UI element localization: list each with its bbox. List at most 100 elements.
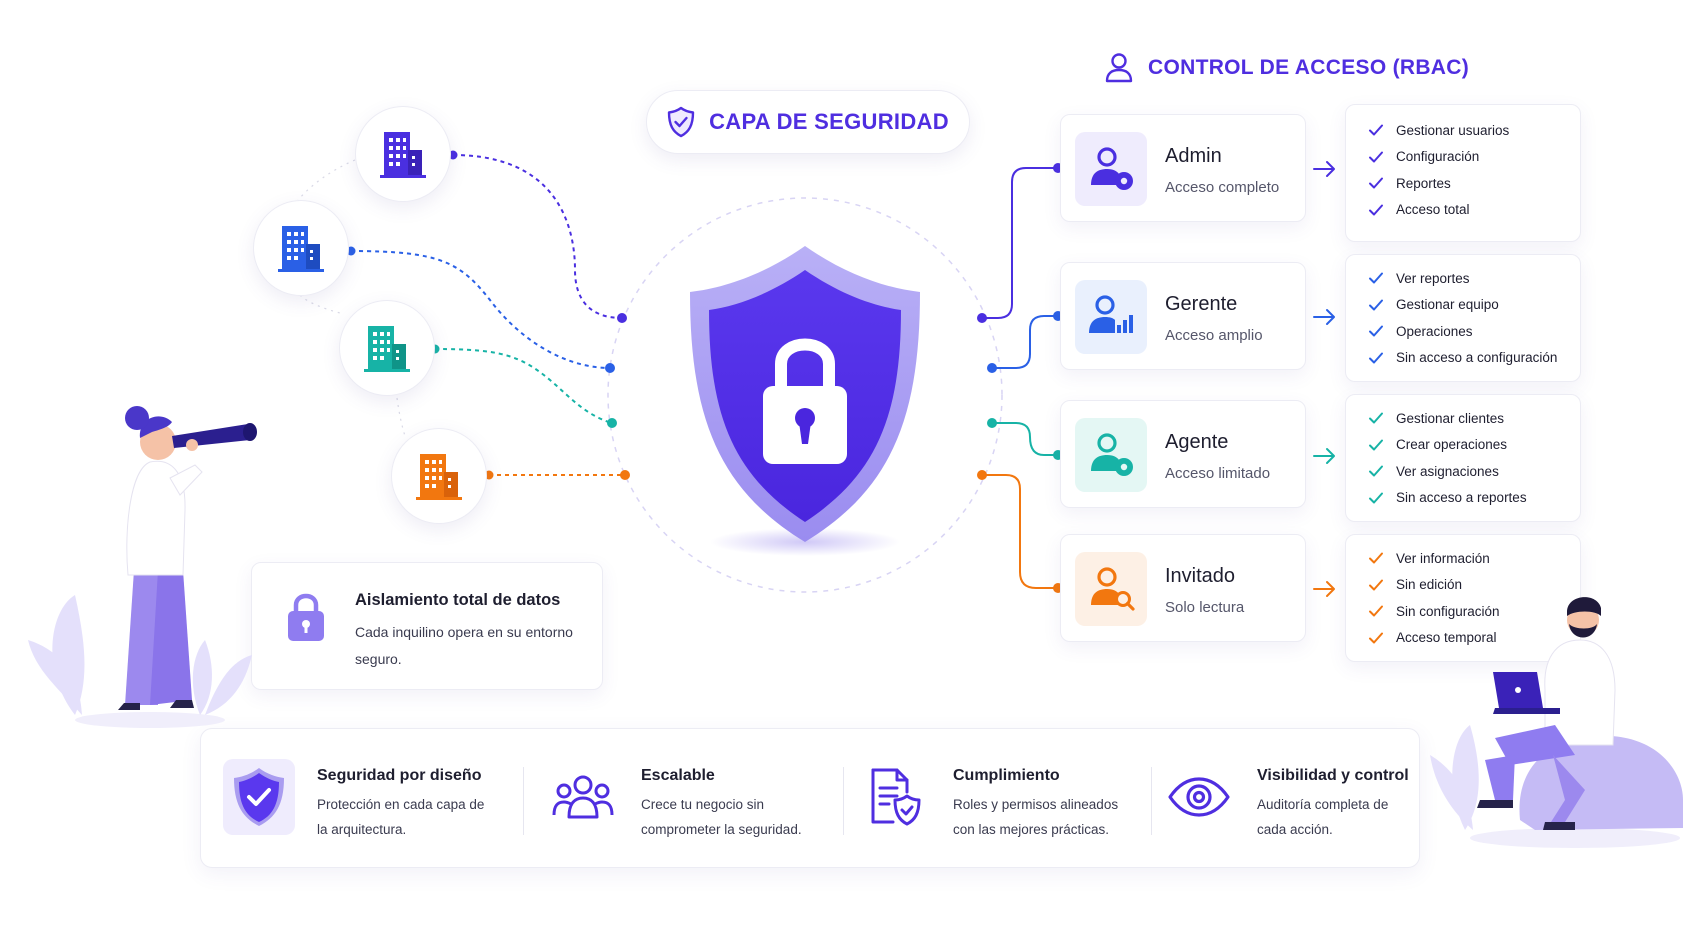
connector-dot — [977, 313, 987, 323]
role-access-level: Acceso amplio — [1165, 327, 1263, 344]
shield-lock-icon — [690, 246, 920, 556]
building-icon — [416, 454, 462, 500]
role-name: Invitado — [1165, 565, 1236, 587]
check-icon — [1369, 492, 1383, 504]
role-name: Agente — [1165, 431, 1229, 453]
check-icon — [1369, 439, 1383, 451]
feature-title: Cumplimiento — [953, 767, 1060, 784]
feature-description: Roles y permisos alineados con las mejor… — [953, 797, 1119, 837]
permission-item: Crear operaciones — [1368, 432, 1580, 459]
role-avatar — [1075, 418, 1147, 492]
permission-item: Acceso temporal — [1368, 625, 1580, 652]
arrow-right-icon — [1313, 161, 1335, 177]
role-card-admin[interactable]: Admin Acceso completo — [1060, 114, 1306, 222]
connector-dot — [987, 363, 997, 373]
tenant-node-3[interactable] — [339, 300, 435, 396]
shield-check-icon — [667, 106, 695, 138]
arrow-right-icon — [1313, 581, 1335, 597]
permissions-card-agent: Gestionar clientes Crear operaciones Ver… — [1345, 394, 1581, 522]
feature-description: Protección en cada capa de la arquitectu… — [317, 797, 485, 837]
features-panel: Seguridad por diseño Protección en cada … — [200, 728, 1420, 868]
permission-item: Gestionar equipo — [1368, 292, 1580, 319]
permission-item: Ver asignaciones — [1368, 458, 1580, 485]
check-icon — [1369, 352, 1383, 364]
shield-check-icon — [234, 768, 284, 826]
permissions-card-manager: Ver reportes Gestionar equipo Operacione… — [1345, 254, 1581, 382]
user-gear-icon — [1091, 433, 1133, 476]
permission-item: Acceso total — [1368, 197, 1580, 224]
man-laptop-illustration — [1430, 597, 1683, 848]
document-shield-icon — [871, 768, 921, 826]
data-isolation-card: Aislamiento total de datos Cada inquilin… — [251, 562, 603, 690]
check-icon — [1369, 605, 1383, 617]
connector-dot — [620, 470, 630, 480]
check-icon — [1369, 412, 1383, 424]
feature-description: Auditoría completa de cada acción. — [1257, 797, 1389, 837]
connector-role-agent — [992, 422, 1058, 456]
permission-item: Gestionar usuarios — [1368, 117, 1580, 144]
connector-tenant-3 — [434, 348, 613, 424]
rbac-title: CONTROL DE ACCESO (RBAC) — [1104, 50, 1469, 86]
connector-role-admin — [982, 167, 1058, 319]
tenant-node-4[interactable] — [391, 428, 487, 524]
check-icon — [1369, 124, 1383, 136]
permissions-card-guest: Ver información Sin edición Sin configur… — [1345, 534, 1581, 662]
connector-tenant-1 — [452, 154, 623, 319]
connector-role-guest — [982, 474, 1058, 589]
check-icon — [1369, 177, 1383, 189]
role-name: Admin — [1165, 145, 1222, 167]
role-card-guest[interactable]: Invitado Solo lectura — [1060, 534, 1306, 642]
role-avatar — [1075, 132, 1147, 206]
feature-description: Crece tu negocio sin comprometer la segu… — [641, 797, 802, 837]
isolation-description: Cada inquilino opera en su entorno segur… — [355, 624, 573, 667]
rbac-title-label: CONTROL DE ACCESO (RBAC) — [1148, 56, 1470, 79]
padlock-icon — [288, 593, 324, 641]
check-icon — [1369, 272, 1383, 284]
tenant-node-2[interactable] — [253, 200, 349, 296]
feature-icon-box — [1163, 759, 1235, 835]
connector-dot — [987, 418, 997, 428]
check-icon — [1369, 632, 1383, 644]
role-avatar — [1075, 552, 1147, 626]
feature-icon-box — [547, 759, 619, 835]
connector-dot — [605, 363, 615, 373]
feature-title: Visibilidad y control — [1257, 767, 1409, 784]
building-icon — [380, 132, 426, 178]
feature-title: Seguridad por diseño — [317, 767, 482, 784]
user-icon — [1105, 53, 1133, 83]
role-access-level: Acceso limitado — [1165, 465, 1271, 482]
user-search-icon — [1091, 567, 1135, 611]
tenant-link — [299, 294, 341, 314]
tenant-link — [396, 397, 406, 437]
check-icon — [1369, 151, 1383, 163]
connector-dot — [977, 470, 987, 480]
role-access-level: Acceso completo — [1165, 179, 1280, 196]
eye-icon — [1168, 777, 1230, 817]
user-gear-icon — [1091, 147, 1133, 190]
permission-item: Configuración — [1368, 144, 1580, 171]
arrow-right-icon — [1313, 309, 1335, 325]
check-icon — [1369, 579, 1383, 591]
isolation-title: Aislamiento total de datos — [355, 591, 561, 609]
permission-item: Sin acceso a reportes — [1368, 485, 1580, 512]
role-card-manager[interactable]: Gerente Acceso amplio — [1060, 262, 1306, 370]
feature-title: Escalable — [641, 767, 715, 784]
connector-role-manager — [992, 315, 1058, 369]
role-name: Gerente — [1165, 293, 1238, 315]
permission-item: Reportes — [1368, 170, 1580, 197]
divider — [523, 767, 524, 835]
role-access-level: Solo lectura — [1165, 599, 1245, 616]
permission-item: Ver información — [1368, 545, 1580, 572]
feature-icon-box — [859, 759, 931, 835]
connector-dot — [617, 313, 627, 323]
permissions-card-admin: Gestionar usuarios Configuración Reporte… — [1345, 104, 1581, 242]
building-icon — [278, 226, 324, 272]
connector-dot — [607, 418, 617, 428]
permission-item: Gestionar clientes — [1368, 405, 1580, 432]
tenant-node-1[interactable] — [355, 106, 451, 202]
permission-item: Ver reportes — [1368, 265, 1580, 292]
tenant-link — [297, 159, 356, 201]
building-icon — [364, 326, 410, 372]
security-layer-label: CAPA DE SEGURIDAD — [709, 109, 949, 134]
role-card-agent[interactable]: Agente Acceso limitado — [1060, 400, 1306, 508]
